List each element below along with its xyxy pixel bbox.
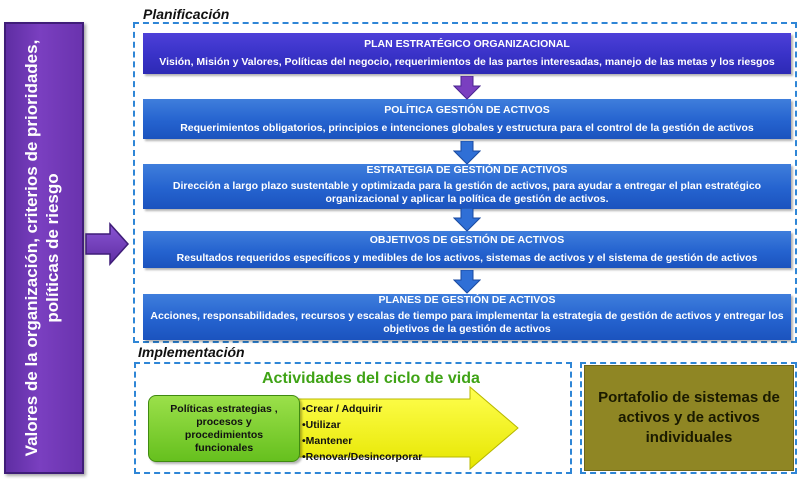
box-title: PLANES DE GESTIÓN DE ACTIVOS (378, 294, 556, 306)
stage-item: •Renovar/Desincorporar (302, 451, 423, 463)
policies-box: Políticas estrategias , procesos y proce… (148, 395, 300, 462)
values-panel (4, 22, 84, 474)
portfolio-text: Portafolio de sistemas de activos y de a… (598, 389, 780, 446)
right-arrow-icon (85, 222, 130, 266)
asset-objectives-box: OBJETIVOS DE GESTIÓN DE ACTIVOS Resultad… (143, 231, 791, 268)
lifecycle-title: Actividades del ciclo de vida (262, 370, 480, 387)
box-desc: Visión, Misión y Valores, Políticas del … (159, 56, 775, 68)
planning-title: Planificación (143, 6, 230, 22)
implementation-frame (134, 362, 572, 474)
implementation-title: Implementación (138, 344, 245, 360)
box-desc: Acciones, responsabilidades, recursos y … (150, 310, 784, 335)
values-panel-text: Valores de la organización, criterios de… (22, 39, 62, 457)
strategic-plan-box: PLAN ESTRATÉGICO ORGANIZACIONAL Visión, … (143, 33, 791, 74)
stage-item: •Crear / Adquirir (302, 403, 383, 415)
policies-box-text: Políticas estrategias , procesos y proce… (170, 402, 278, 454)
down-arrow-icon (453, 141, 481, 165)
box-title: PLAN ESTRATÉGICO ORGANIZACIONAL (364, 38, 570, 50)
asset-strategy-box: ESTRATEGIA DE GESTIÓN DE ACTIVOS Direcci… (143, 164, 791, 209)
box-desc: Dirección a largo plazo sustentable y op… (172, 180, 762, 205)
box-desc: Resultados requeridos específicos y medi… (176, 252, 758, 264)
down-arrow-icon (453, 76, 481, 100)
asset-plans-box: PLANES DE GESTIÓN DE ACTIVOS Acciones, r… (143, 294, 791, 340)
stage-item: •Mantener (302, 435, 353, 447)
box-title: ESTRATEGIA DE GESTIÓN DE ACTIVOS (366, 164, 568, 176)
box-title: POLÍTICA GESTIÓN DE ACTIVOS (384, 104, 550, 116)
box-desc: Requerimientos obligatorios, principios … (180, 122, 754, 134)
asset-policy-box: POLÍTICA GESTIÓN DE ACTIVOS Requerimient… (143, 99, 791, 139)
portfolio-frame (580, 362, 797, 474)
stage-item: •Utilizar (302, 419, 341, 431)
lifecycle-arrow-icon (279, 385, 519, 471)
planning-frame (133, 22, 797, 343)
portfolio-box: Portafolio de sistemas de activos y de a… (584, 365, 794, 471)
lifecycle-stages: •Crear / Adquirir •Utilizar •Mantener •R… (302, 401, 422, 465)
down-arrow-icon (453, 208, 481, 232)
box-title: OBJETIVOS DE GESTIÓN DE ACTIVOS (369, 234, 565, 246)
down-arrow-icon (453, 270, 481, 294)
